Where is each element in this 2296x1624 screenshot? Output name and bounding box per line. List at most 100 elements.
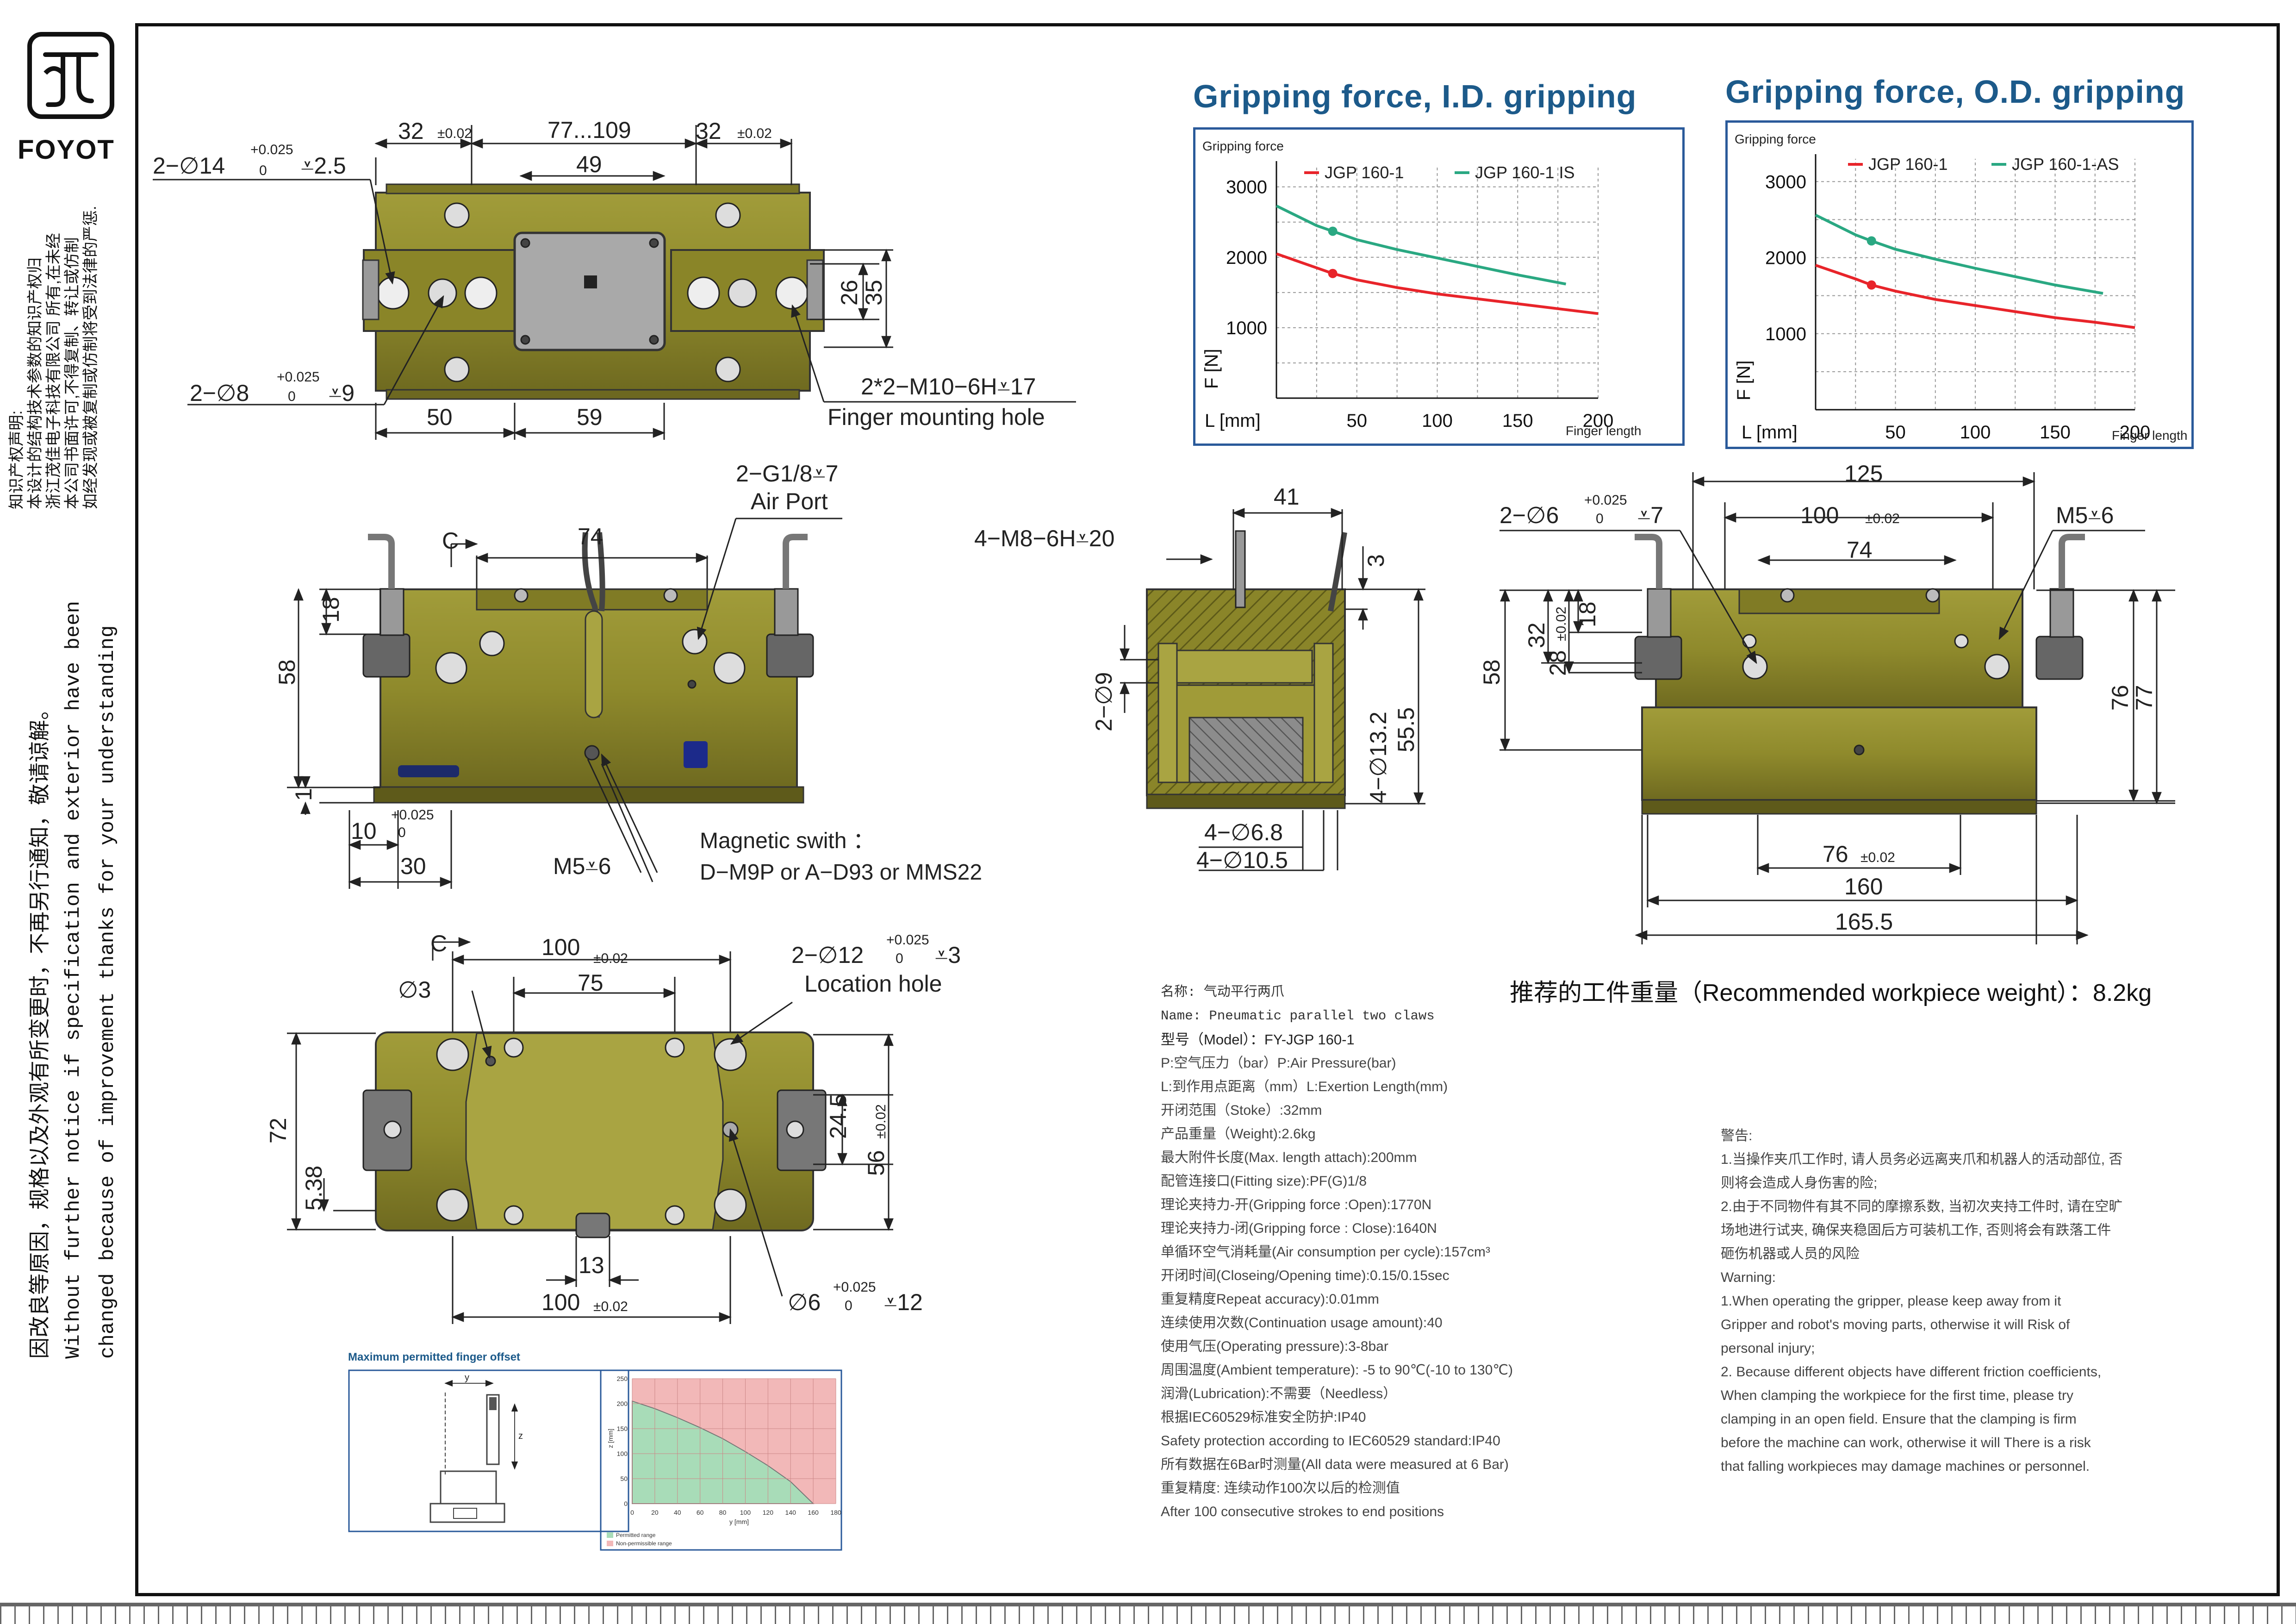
x-tick-label: 150 bbox=[1502, 411, 1533, 431]
legend-label: Non-permissible range bbox=[616, 1540, 672, 1547]
section-guide-left bbox=[1157, 643, 1178, 783]
finger-mounting-label: Finger mounting hole bbox=[828, 404, 1045, 430]
side-dim-100: 100 bbox=[1800, 502, 1839, 528]
left-air-hose bbox=[368, 534, 395, 589]
side-view: 125 100 ±0.02 74 2−∅6 +0.025 0 ⩡7 M5⩡6 5… bbox=[1479, 461, 2175, 944]
side-right-hose bbox=[2059, 534, 2085, 589]
mpf-x-tick: 40 bbox=[674, 1509, 681, 1516]
spec-line: 重复精度Repeat accuracy):0.01mm bbox=[1161, 1292, 1379, 1307]
dim-35: 35 bbox=[861, 280, 887, 306]
mpf-y-tick: 0 bbox=[624, 1500, 628, 1507]
spec-line: 所有数据在6Bar时测量(All data were measured at 6… bbox=[1161, 1457, 1509, 1472]
side-tol-lo: 0 bbox=[1596, 511, 1604, 526]
warning-line: 砸伤机器或人员的风险 bbox=[1721, 1246, 1860, 1262]
warning-list: 警告: 1.当操作夹爪工作时, 请人员务必远离夹爪和机器人的活动部位, 否 则将… bbox=[1721, 1124, 2122, 1478]
bottom-depth-3: ⩡3 bbox=[935, 942, 961, 968]
hole-8-label: 2−∅8 bbox=[190, 380, 249, 406]
x-tick-label: 100 bbox=[1422, 411, 1453, 431]
bottom-view: C 100 ±0.02 75 ∅3 2−∅12 +0.025 0 ⩡3 Loca… bbox=[265, 931, 961, 1324]
side-hole-6: 2−∅6 bbox=[1500, 502, 1559, 528]
section-guide-right bbox=[1313, 643, 1334, 783]
side-tol-up: +0.025 bbox=[1584, 493, 1627, 508]
legend-label: Permitted range bbox=[616, 1532, 656, 1538]
bottom-hole-12: 2−∅12 bbox=[791, 942, 864, 968]
dim-59: 59 bbox=[577, 404, 603, 430]
section-view: 41 4−M8−6H⩡20 3 2−∅9 55.5 4−∅13.2 4−∅6.8… bbox=[974, 484, 1425, 873]
spec-line: 配管连接口(Fitting size):PF(G)1/8 bbox=[1161, 1174, 1367, 1189]
hole-8-tol-lo: 0 bbox=[288, 389, 296, 404]
side-dim-58: 58 bbox=[1479, 659, 1505, 685]
warning-line: When clamping the workpiece for the firs… bbox=[1721, 1388, 2073, 1403]
warning-line: personal injury; bbox=[1721, 1341, 1815, 1356]
warning-line: before the machine can work, otherwise i… bbox=[1721, 1435, 2091, 1450]
x-tick-label: 150 bbox=[2040, 422, 2071, 443]
top-body-bottom-edge bbox=[386, 389, 800, 400]
y-tick-label: 3000 bbox=[1226, 177, 1267, 198]
bottom-tol-100b: ±0.02 bbox=[593, 1299, 628, 1314]
chart-id-title: Gripping force, I.D. gripping bbox=[1193, 78, 1637, 114]
section-dim-3: 3 bbox=[1363, 554, 1389, 567]
section-hole-10-5: 4−∅10.5 bbox=[1196, 847, 1288, 873]
series-marker-2 bbox=[1328, 226, 1338, 236]
left-sensor-block bbox=[362, 633, 411, 678]
side-left-hose bbox=[1635, 534, 1662, 589]
front-dim-58: 58 bbox=[274, 659, 300, 685]
side-m5: M5⩡6 bbox=[2056, 502, 2114, 528]
warning-line: 2. Because different objects have differ… bbox=[1721, 1364, 2102, 1380]
jaw-section bbox=[1188, 717, 1304, 783]
side-dim-76b: 76 bbox=[1823, 841, 1848, 867]
side-left-fitting bbox=[1647, 588, 1672, 638]
mpf-x-label: y [mm] bbox=[729, 1518, 749, 1525]
mpf-z-dim: z bbox=[518, 1431, 523, 1441]
bottom-dim-72: 72 bbox=[265, 1118, 291, 1143]
legend-label: JGP 160-1 bbox=[1868, 155, 1948, 174]
front-dim-10: 10 bbox=[351, 818, 377, 844]
spec-line: 开闭范围（Stoke）:32mm bbox=[1161, 1103, 1322, 1118]
hole-14-tol-up: +0.025 bbox=[250, 142, 293, 157]
side-depth-7: ⩡7 bbox=[1637, 502, 1663, 528]
spec-list: 名称: 气动平行两爪 Name: Pneumatic parallel two … bbox=[1161, 981, 1513, 1524]
dim-77-109: 77...109 bbox=[548, 117, 631, 143]
side-lower-body bbox=[1641, 706, 2037, 801]
warning-line: Gripper and robot's moving parts, otherw… bbox=[1721, 1317, 2070, 1332]
finger-thread: 2*2−M10−6H⩡17 bbox=[861, 374, 1036, 400]
series-line-1 bbox=[1815, 264, 2135, 329]
mpf-y-tick: 250 bbox=[617, 1375, 628, 1382]
side-tol-28: ±0.02 bbox=[1554, 606, 1569, 641]
section-hole-6-8: 4−∅6.8 bbox=[1204, 819, 1283, 845]
front-m5: M5⩡6 bbox=[553, 853, 611, 879]
front-dim-74: 74 bbox=[578, 524, 604, 550]
bottom-ruler bbox=[0, 1603, 2296, 1624]
spec-line: 润滑(Lubrication):不需要（Needless） bbox=[1161, 1386, 1397, 1401]
front-view: C 74 18 58 1 10 +0.025 0 30 M5⩡6 2−G1/8⩡… bbox=[274, 461, 982, 889]
series-marker-1 bbox=[1328, 269, 1338, 278]
mpf-x-tick: 160 bbox=[808, 1509, 819, 1516]
bottom-dim-75: 75 bbox=[578, 970, 604, 996]
hole-14-label: 2−∅14 bbox=[153, 153, 225, 179]
dim-50: 50 bbox=[427, 404, 453, 430]
foyot-badge-icon bbox=[684, 741, 708, 768]
legend-label: JGP 160-1-AS bbox=[2012, 155, 2119, 174]
dim-49: 49 bbox=[576, 151, 602, 177]
drawing-frame bbox=[135, 23, 2280, 1596]
hole-14-tol-lo: 0 bbox=[259, 163, 267, 178]
warning-line: 则将会造成人身伤害的险; bbox=[1721, 1175, 1878, 1191]
front-tol-up: +0.025 bbox=[391, 807, 434, 823]
y-tick-label: 3000 bbox=[1765, 172, 1806, 192]
spec-line: 根据IEC60529标准安全防护:IP40 bbox=[1161, 1410, 1366, 1425]
spec-line: P:空气压力（bar）P:Air Pressure(bar) bbox=[1161, 1056, 1396, 1071]
spec-line: 重复精度: 连续动作100次以后的检测值 bbox=[1161, 1480, 1400, 1496]
chart-y-label: F [N] bbox=[1201, 349, 1222, 389]
left-air-fitting bbox=[380, 588, 404, 636]
side-holes bbox=[1742, 588, 2010, 756]
mpf-x-tick: 120 bbox=[763, 1509, 774, 1516]
mpf-diagram: y z bbox=[348, 1369, 629, 1532]
logo-plate-icon bbox=[584, 275, 597, 288]
side-top-groove bbox=[1738, 588, 1940, 614]
magnetic-switch-label: Magnetic swith ： bbox=[700, 829, 875, 853]
series-line-2 bbox=[1815, 213, 2103, 295]
series-marker-2 bbox=[1867, 236, 1876, 246]
warning-line: clamping in an open field. Ensure that t… bbox=[1721, 1412, 2077, 1427]
